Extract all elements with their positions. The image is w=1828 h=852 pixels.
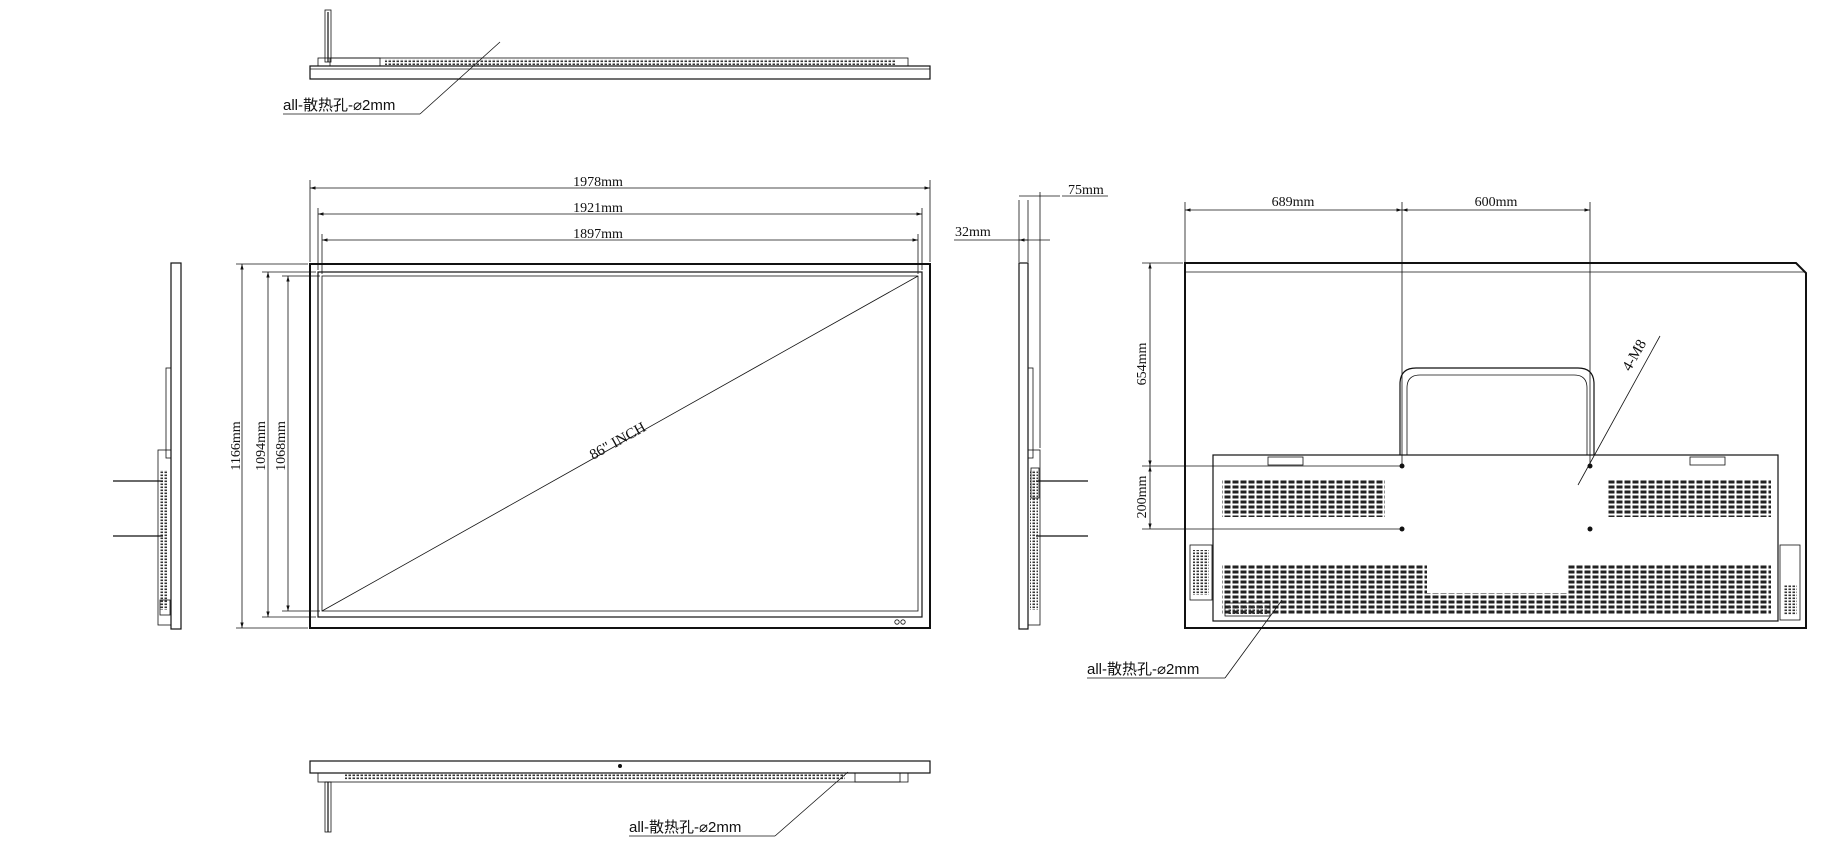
frame-width-label: 1921mm (573, 201, 623, 216)
vent-rear-label: all-散热孔-⌀2mm (1087, 661, 1199, 678)
diagonal-line (321, 275, 919, 612)
depth-total-label: 75mm (1068, 183, 1104, 198)
front-width-dimensions: 1978mm 1921mm 1897mm (309, 175, 931, 274)
mount-vertical-spacing-label: 200mm (1135, 476, 1150, 519)
diagonal-label: 86" INCH (587, 420, 649, 464)
rear-dimensions: 689mm 600mm 654mm 200mm (1135, 195, 1591, 530)
active-height-label: 1068mm (274, 421, 289, 471)
vent-bottom-label: all-散热孔-⌀2mm (629, 819, 741, 836)
overall-width-label: 1978mm (573, 175, 623, 190)
frame-height-label: 1094mm (254, 421, 269, 471)
vent-top-leader (419, 41, 501, 115)
active-width-label: 1897mm (573, 227, 623, 242)
vesa-holes-label: 4-M8 (1620, 337, 1651, 374)
left-side-view (113, 262, 182, 630)
overall-height-label: 1166mm (229, 421, 244, 470)
bottom-view: all-散热孔-⌀2mm (309, 760, 931, 837)
vent-bottom-leader (774, 771, 849, 837)
top-view: all-散热孔-⌀2mm (283, 9, 931, 115)
right-side-view: 32mm 75mm (954, 183, 1108, 630)
rear-view: 4-M8 all-散热孔-⌀2mm (1087, 262, 1807, 679)
depth-body-label: 32mm (955, 225, 991, 240)
front-view: 86" INCH (309, 263, 931, 629)
vesa-leader (1577, 335, 1661, 486)
mount-horizontal-spacing-label: 600mm (1475, 195, 1518, 210)
mount-left-offset-label: 689mm (1272, 195, 1315, 210)
front-height-dimensions: 1166mm 1094mm 1068mm (229, 263, 320, 629)
vent-rear-leader (1224, 599, 1283, 679)
vent-top-label: all-散热孔-⌀2mm (283, 97, 395, 114)
mount-top-offset-label: 654mm (1135, 343, 1150, 386)
